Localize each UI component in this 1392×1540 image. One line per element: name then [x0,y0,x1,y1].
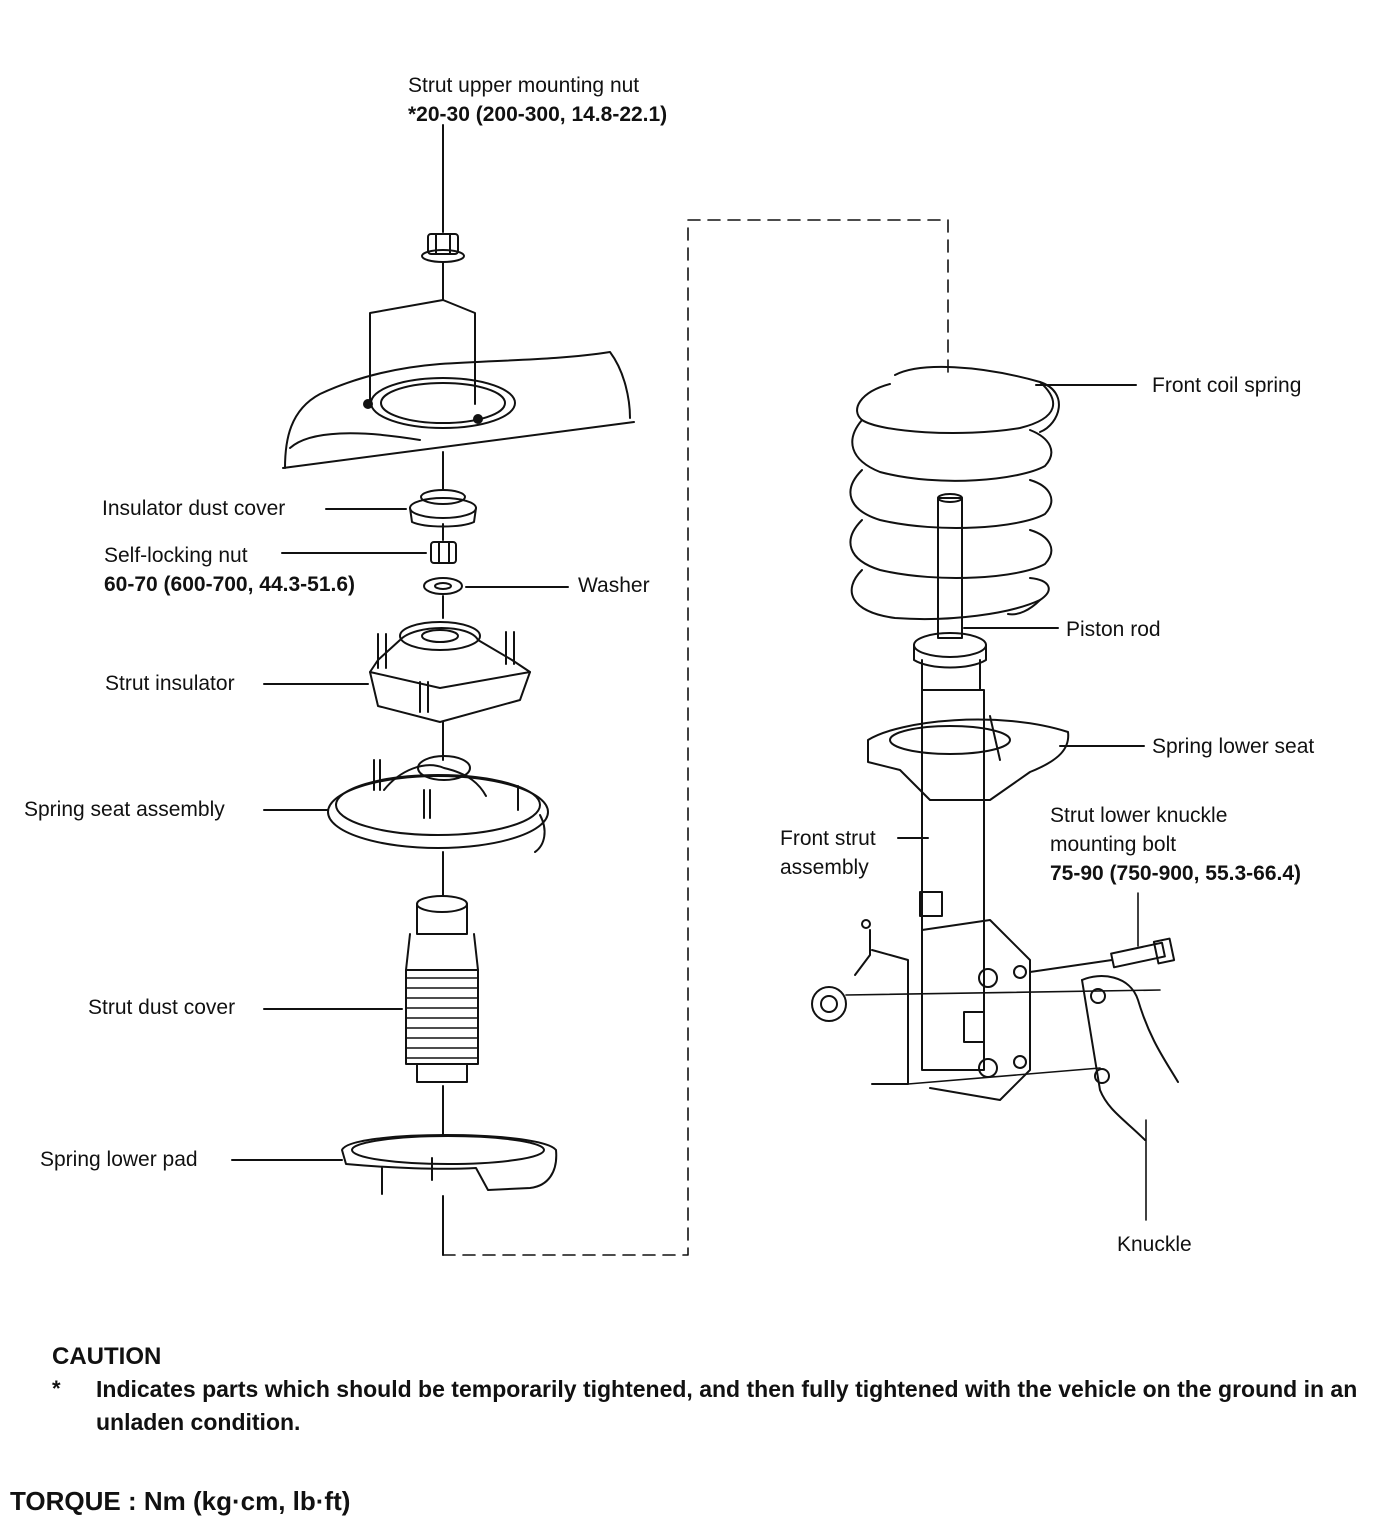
knuckle-bracket-part [854,891,1031,1101]
label-spring-lower-pad: Spring lower pad [40,1148,198,1171]
label-strut-insulator: Strut insulator [105,672,235,695]
upper-mounting-nut-part [421,233,465,263]
label-front-coil-spring: Front coil spring [1152,374,1302,397]
self-locking-nut-part [430,541,457,564]
label-washer: Washer [578,574,650,597]
washer-part [423,577,463,595]
label-knuckle: Knuckle [1117,1233,1192,1256]
torque-upper-mounting-nut: *20-30 (200-300, 14.8-22.1) [408,103,668,126]
knuckle-bolt-part [845,937,1176,1085]
torque-self-locking-nut: 60-70 (600-700, 44.3-51.6) [104,573,356,596]
label-upper-mounting-nut: Strut upper mounting nut [408,74,640,97]
caution-marker: * [52,1376,61,1401]
label-knuckle-bolt-line1: Strut lower knuckle [1050,804,1228,827]
label-insulator-dust-cover: Insulator dust cover [102,497,286,520]
strut-body-part [921,689,985,1071]
torque-knuckle-bolt: 75-90 (750-900, 55.3-66.4) [1050,862,1302,885]
label-self-locking-nut: Self-locking nut [104,544,248,567]
caution-heading: CAUTION [52,1343,162,1370]
label-front-strut-line2: assembly [780,856,869,879]
strut-insulator-part [369,621,531,723]
label-spring-seat-assembly: Spring seat assembly [24,798,225,821]
piston-rod-part [913,493,987,691]
body-panel-part [282,351,635,469]
coil-spring-part [849,365,1060,621]
caution-text: Indicates parts which should be temporar… [96,1376,1358,1435]
label-front-strut-line1: Front strut [780,827,876,850]
insulator-dust-cover-part [409,489,477,528]
label-spring-lower-seat: Spring lower seat [1152,735,1315,758]
spring-lower-pad-part [341,1134,558,1195]
label-strut-dust-cover: Strut dust cover [88,996,236,1019]
label-knuckle-bolt-line2: mounting bolt [1050,833,1177,856]
spring-lower-seat-part [867,715,1070,801]
knuckle-nut-part [811,986,847,1022]
strut-dust-cover-part [405,895,479,1083]
torque-units-legend: TORQUE : Nm (kg·cm, lb·ft) [10,1486,351,1516]
spring-seat-assembly-part [327,755,549,853]
knuckle-part [1081,975,1179,1141]
label-piston-rod: Piston rod [1066,618,1161,641]
